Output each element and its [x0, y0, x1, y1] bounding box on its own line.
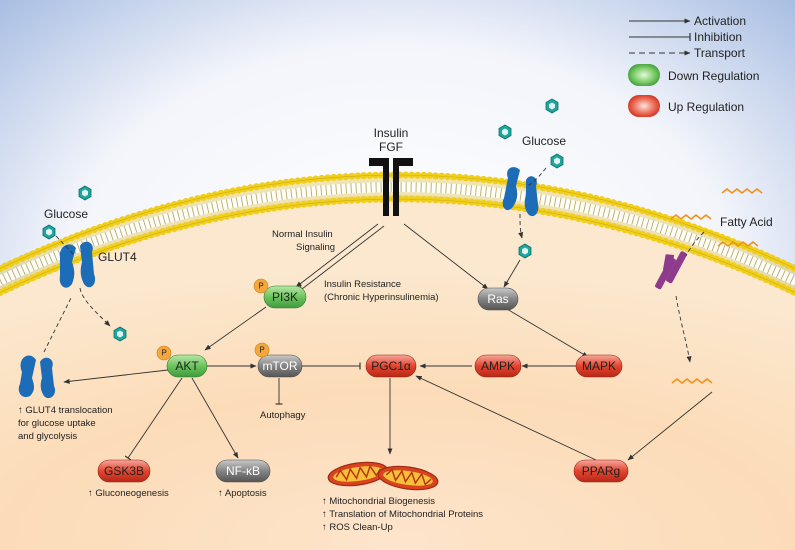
glucose-entry-path: [55, 235, 75, 256]
phospho-label: P: [259, 346, 264, 355]
edge-glucose-ras: [503, 259, 521, 288]
node-mtor: mTOR P: [254, 342, 303, 378]
fatty-acid-icon: [670, 213, 712, 221]
node-mapk: MAPK: [575, 354, 623, 378]
fatty-acid-icon: [721, 187, 763, 195]
glut4-vesicle-icon: [18, 355, 36, 398]
glucose-left-label: Glucose: [44, 207, 88, 221]
phospho-label: P: [161, 349, 166, 358]
node-nfkb-label: NF-κB: [226, 464, 260, 478]
fatty-acid-label: Fatty Acid: [720, 215, 773, 229]
node-pparg-label: PPARg: [582, 464, 620, 478]
node-nfkb: NF-κB: [215, 459, 271, 483]
glucose-right-transport-arrow: [518, 213, 524, 239]
legend-down-swatch: [628, 64, 660, 86]
insulin-resistance-line1: Insulin Resistance: [324, 279, 401, 290]
node-mtor-label: mTOR: [262, 359, 297, 373]
glucose-transporter-icon: [502, 167, 520, 211]
fatty-acid-icon: [671, 377, 713, 385]
insulin-resistance-line2: (Chronic Hyperinsulinemia): [324, 292, 439, 303]
gsk3b-effect: ↑ Gluconeogenesis: [88, 488, 169, 499]
phospho-icon: [253, 278, 269, 294]
edge-fattyacid-pparg: [627, 391, 713, 461]
edge-pi3k-akt: [204, 306, 267, 351]
node-pi3k: PI3K P: [253, 278, 307, 309]
glucose-right-group: Glucose: [498, 98, 566, 259]
node-akt-label: AKT: [175, 359, 199, 373]
edge-akt-glut4: [63, 369, 169, 384]
normal-signaling-line2: Signaling: [296, 242, 335, 253]
node-ampk: AMPK: [474, 354, 522, 378]
node-akt: AKT P: [156, 345, 208, 378]
node-gsk3b: GSK3B: [97, 459, 151, 483]
glut4-left-group: Glucose GLUT4 ↑ GLUT4 translocation for …: [18, 185, 137, 442]
insulin-receptor: Insulin FGF: [369, 126, 413, 216]
mito-effect-line3: ↑ ROS Clean-Up: [322, 522, 393, 533]
phospho-icon: [156, 345, 172, 361]
legend-up-label: Up Regulation: [668, 100, 744, 114]
legend-inhibition-label: Inhibition: [694, 30, 742, 44]
glut4-label: GLUT4: [98, 250, 137, 264]
node-pparg: PPARg: [573, 459, 629, 483]
legend: Activation Inhibition Transport Down Reg…: [628, 14, 759, 117]
glut4-effect-line3: and glycolysis: [18, 431, 77, 442]
legend-transport-label: Transport: [694, 46, 746, 60]
receptor-right-subunit: [393, 158, 413, 216]
glucose-right-label: Glucose: [522, 134, 566, 148]
receptor-label-fgf: FGF: [379, 140, 403, 154]
edge-akt-nfkb: [191, 377, 239, 459]
mito-effect-line1: ↑ Mitochondrial Biogenesis: [322, 496, 435, 507]
node-pgc1a-label: PGC1α: [371, 359, 411, 373]
glucose-transport-arrow: [79, 287, 111, 327]
glucose-right-entry-path: [525, 167, 547, 187]
edge-pparg-pgc1a: [415, 375, 597, 461]
node-pi3k-label: PI3K: [272, 290, 298, 304]
glut4-effect-line2: for glucose uptake: [18, 418, 96, 429]
receptor-label-insulin: Insulin: [374, 126, 409, 140]
node-ampk-label: AMPK: [481, 359, 515, 373]
node-ras: Ras: [477, 287, 519, 311]
pathway-edges: [63, 223, 713, 461]
normal-signaling-line1: Normal Insulin: [272, 229, 333, 240]
mito-effect-line2: ↑ Translation of Mitochondrial Proteins: [322, 509, 483, 520]
glut4-transporter-icon: [59, 244, 76, 288]
edge-receptor-pi3k-resistance: [299, 225, 385, 293]
mitochondria-icon: [327, 461, 439, 491]
node-pgc1a: PGC1α: [365, 354, 417, 378]
legend-activation-label: Activation: [694, 14, 746, 28]
nfkb-effect: ↑ Apoptosis: [218, 488, 267, 499]
edge-receptor-pi3k-normal: [295, 223, 379, 288]
node-mapk-label: MAPK: [582, 359, 616, 373]
legend-down-label: Down Regulation: [668, 69, 759, 83]
glut4-effect-line1: ↑ GLUT4 translocation: [18, 405, 113, 416]
phospho-label: P: [258, 282, 263, 291]
node-gsk3b-label: GSK3B: [104, 464, 144, 478]
node-ras-label: Ras: [487, 292, 508, 306]
fatty-acid-group: Fatty Acid: [655, 187, 773, 385]
autophagy-label: Autophagy: [260, 410, 306, 421]
edge-ras-mapk: [506, 308, 589, 358]
glut4-translocation-path: [43, 295, 73, 353]
fatty-acid-entry-path: [685, 231, 705, 257]
legend-up-swatch: [628, 95, 660, 117]
receptor-left-subunit: [369, 158, 389, 216]
phospho-icon: [254, 342, 270, 358]
edge-akt-gsk3b: [124, 377, 183, 461]
edge-receptor-ras: [403, 223, 489, 290]
fatty-acid-icon: [717, 240, 759, 248]
